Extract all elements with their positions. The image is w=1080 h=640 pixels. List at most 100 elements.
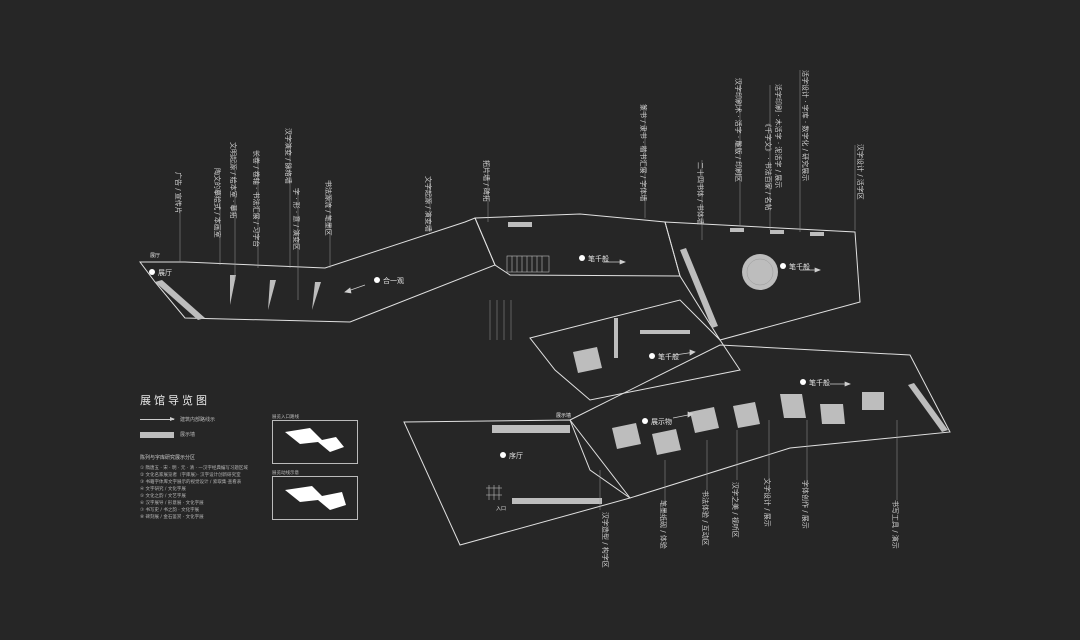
exhibit-wall bbox=[680, 248, 718, 328]
display-case bbox=[614, 318, 618, 358]
annotation: 汉字造型 / 构字区 bbox=[601, 512, 610, 568]
legend: 展馆导览图 建筑内部路线示 展示墙 陈列与字库研究展示分区 ① 隋唐五 · 宋 … bbox=[140, 392, 270, 521]
room-label: 笔千般 bbox=[658, 352, 679, 361]
zone-item: ⑤ 文化之韵 / 文艺字展 bbox=[140, 494, 186, 499]
room-marker bbox=[149, 269, 155, 275]
annotation: 字 · 形 · 意 / 演变区 bbox=[292, 188, 301, 250]
legend-wall: 展示墙 bbox=[140, 431, 270, 438]
sign-label: 展示墙 bbox=[556, 412, 571, 419]
display-case bbox=[573, 347, 602, 373]
upper-right-outline bbox=[664, 221, 861, 341]
display-case bbox=[820, 404, 845, 424]
annotation: 书写工具 / 演示 bbox=[891, 500, 900, 549]
zone-list: ① 隋唐五 · 宋 · 明 · 元 · 清 · 一汉字经典编写习题区域 ② 文化… bbox=[140, 465, 270, 521]
leader-lines bbox=[179, 70, 898, 510]
inset-frame-2 bbox=[272, 476, 358, 520]
middle-block-outline bbox=[529, 299, 741, 401]
exhibit-wall bbox=[155, 280, 205, 320]
display-panel bbox=[312, 282, 321, 310]
room-label: 笔千般 bbox=[789, 262, 810, 271]
inset-frame-1 bbox=[272, 420, 358, 464]
inset-title-1: 展览入口路线 bbox=[272, 415, 299, 420]
annotation: 二十四书体 / 书体墙 bbox=[696, 162, 705, 225]
room-label: 合一观 bbox=[383, 276, 404, 285]
upper-corridor-outline bbox=[474, 213, 681, 277]
small-sign-block bbox=[489, 300, 512, 340]
display-case bbox=[733, 402, 760, 428]
exhibit-wall bbox=[908, 383, 948, 432]
room-marker bbox=[500, 452, 506, 458]
annotation: 汉字演变 / 脉络墙 bbox=[284, 128, 293, 184]
display-case bbox=[652, 429, 681, 455]
zone-item: ② 文化名家展览者（字库展）· 汉字设计创新研究室 bbox=[140, 473, 241, 478]
exhibit-wall bbox=[512, 498, 602, 504]
display-case bbox=[612, 423, 641, 449]
room-marker bbox=[374, 277, 380, 283]
inset-map-2 bbox=[285, 486, 346, 510]
display-panel bbox=[268, 280, 276, 310]
zone-item: ⑧ 碑刻展 / 金石鉴赏 · 文化字展 bbox=[140, 515, 204, 520]
exhibit-wall bbox=[770, 230, 784, 234]
lower-left-outline bbox=[403, 419, 631, 546]
annotation: 拓片墙 / 碑拓 bbox=[482, 160, 491, 202]
annotation: 书法源流 / 笔墨区 bbox=[324, 180, 333, 236]
round-display bbox=[742, 254, 778, 290]
annotation: 篆书 / 隶书 · 楷书汇展 / 字体墙 bbox=[639, 104, 648, 201]
display-case bbox=[690, 407, 719, 433]
display-case bbox=[862, 392, 884, 410]
annotation: 文明起源 / 绘本室 · 摹拓 bbox=[229, 142, 238, 218]
lower-hall-outline bbox=[569, 344, 951, 499]
annotation: 活字设计 · 字库 · 数字化 / 研究展示 bbox=[801, 70, 810, 181]
annotation: 字体创作 / 展示 bbox=[801, 480, 810, 529]
zone-item: ⑦ 书写史 / 书之韵 · 文化字展 bbox=[140, 508, 200, 513]
annotation: 活字印刷 · 木活字 · 泥活字 / 展示 bbox=[774, 84, 783, 188]
room-marker bbox=[649, 353, 655, 359]
zone-item: ⑥ 汉字展导 / 形意展 · 文化字展 bbox=[140, 501, 204, 506]
room-label: 笔千般 bbox=[588, 254, 609, 263]
entrance-label: 入口 bbox=[496, 506, 506, 512]
exhibit-wall bbox=[508, 222, 532, 227]
zone-title: 陈列与字库研究展示分区 bbox=[140, 455, 196, 461]
annotation: 文字设计 / 展示 bbox=[763, 478, 772, 527]
zone-item: ① 隋唐五 · 宋 · 明 · 元 · 清 · 一汉字经典编写习题区域 bbox=[140, 466, 248, 471]
display-panel bbox=[230, 275, 236, 305]
legend-route: 建筑内部路线示 bbox=[140, 416, 270, 423]
room-marker bbox=[579, 255, 585, 261]
annotation: 长卷 / 卷轴 · 书法汇展 / 习字台 bbox=[252, 150, 261, 247]
annotation: 汉字印刷术 · 活字 · 雕版 / 印刷区 bbox=[734, 78, 743, 182]
exhibit-wall bbox=[730, 228, 744, 232]
zone-item: ③ 书籍字体库文字展示的视觉设计 / 索取集·查看表 bbox=[140, 480, 242, 485]
room-marker bbox=[780, 263, 786, 269]
room-marker bbox=[642, 418, 648, 424]
room-label: 展示物 bbox=[651, 417, 672, 426]
top-label: 展厅 bbox=[150, 253, 160, 259]
inset-title-2: 展览动线示意 bbox=[272, 471, 299, 476]
annotation: 汉字之美 / 视听区 bbox=[731, 482, 740, 538]
room-label: 笔千般 bbox=[809, 378, 830, 387]
annotation: 汉字设计 / 活字区 bbox=[856, 144, 865, 200]
zone-item: ④ 文字研究 / 文化字展 bbox=[140, 487, 186, 492]
wall-swatch-icon bbox=[140, 431, 174, 438]
exhibit-wall bbox=[492, 425, 570, 433]
annotation: 广告 / 宣传片 bbox=[174, 172, 183, 214]
display-case bbox=[780, 394, 806, 418]
annotation: 笔墨纸砚 / 体验 bbox=[659, 500, 668, 549]
legend-route-label: 建筑内部路线示 bbox=[180, 417, 216, 423]
left-wing-outline bbox=[139, 217, 496, 323]
stairs bbox=[506, 255, 550, 273]
annotation: 书法体验 / 互动区 bbox=[701, 490, 710, 546]
inset-map-1 bbox=[285, 428, 344, 452]
route-arrow-icon bbox=[140, 417, 175, 421]
room-marker bbox=[800, 379, 806, 385]
exhibit-wall bbox=[810, 232, 824, 236]
room-label: 序厅 bbox=[509, 451, 523, 460]
route-arrows bbox=[344, 259, 851, 419]
legend-wall-label: 展示墙 bbox=[180, 432, 196, 438]
room-label: 展厅 bbox=[158, 269, 172, 277]
entrance-stairs bbox=[486, 485, 502, 500]
legend-title: 展馆导览图 bbox=[140, 394, 210, 407]
annotation: 陶文的摹绘式 / 本画室 bbox=[213, 168, 222, 238]
display-case bbox=[640, 330, 690, 334]
annotation: 文字起源 / 演变墙 bbox=[424, 176, 433, 232]
